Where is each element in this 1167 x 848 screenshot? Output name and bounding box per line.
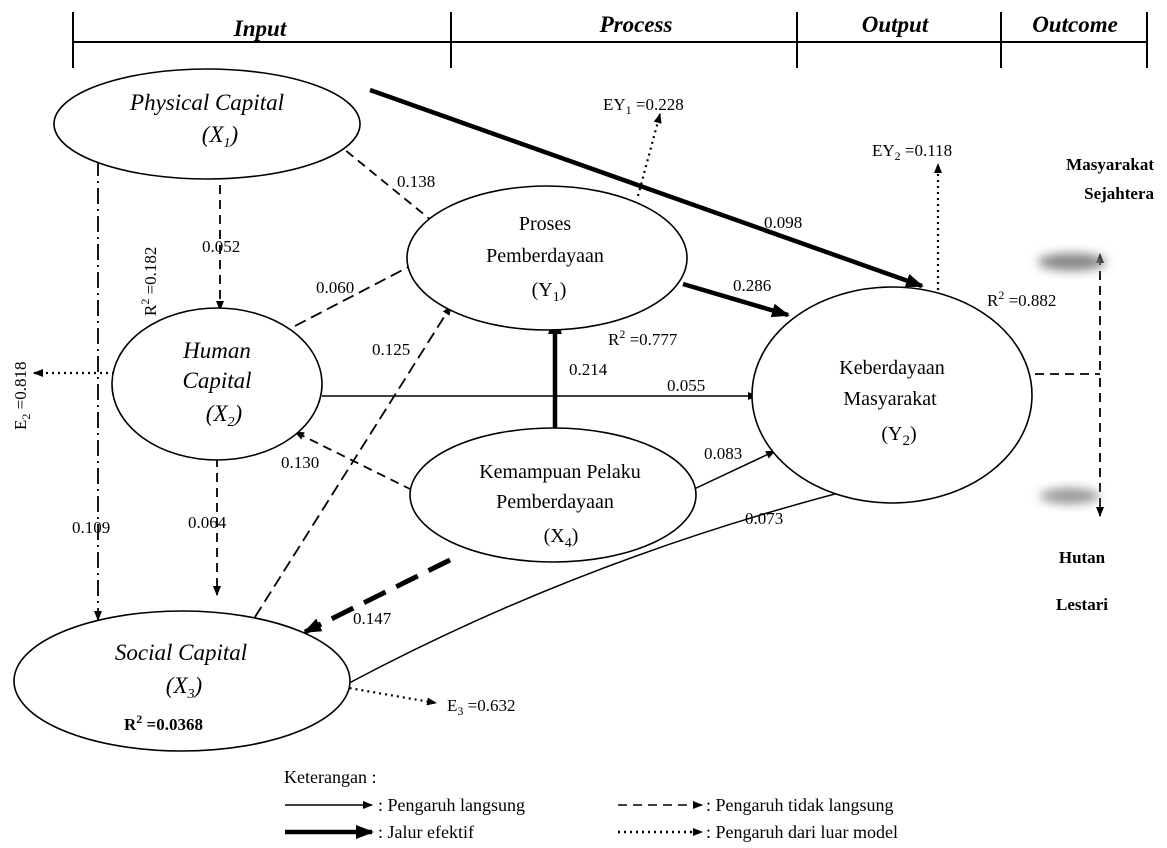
outcome-hutan: Hutan: [1059, 548, 1106, 567]
x4-label-2: Pemberdayaan: [496, 491, 614, 513]
y1-label-1: Proses: [519, 213, 571, 235]
x2-label-1: Human: [182, 338, 251, 363]
outcome-smudge-bottom: [1040, 488, 1100, 504]
coef-x4-y2: 0.083: [704, 444, 742, 463]
legend-title: Keterangan :: [284, 767, 376, 787]
nodes: [13, 68, 1033, 752]
x3-symbol: (X3): [166, 673, 202, 702]
node-proses-pemberdayaan: [406, 185, 688, 331]
path-x4-y2: [691, 450, 776, 491]
y2-symbol: (Y2): [881, 423, 916, 449]
x1-label: Physical Capital: [129, 90, 284, 115]
path-x1-y2: [369, 87, 924, 289]
node-kemampuan-pelaku: [409, 427, 697, 563]
coef-x4-y1: 0.214: [569, 360, 608, 379]
outcome-labels: Masyarakat Sejahtera Hutan Lestari: [1038, 155, 1154, 614]
path-x3-y2: [287, 478, 891, 718]
paths: [33, 87, 1104, 718]
node-social-capital: [13, 610, 351, 752]
path-x4-x2: [294, 431, 413, 491]
x1-symbol: (X1): [202, 122, 238, 151]
x4-symbol: (X4): [544, 525, 579, 551]
error-terms: EY1 =0.228 EY2 =0.118 E2 =0.818 E3 =0.63…: [11, 95, 952, 718]
node-human-capital: [111, 307, 323, 461]
header-output: Output: [862, 12, 929, 37]
r2-keberdayaan: R2 =0.882: [987, 288, 1056, 310]
r-squared: R2 =0.182 R2 =0.777 R2 =0.882 R2 =0.0368: [124, 247, 1056, 734]
header-input: Input: [233, 16, 287, 41]
r2-social-capital: R2 =0.0368: [124, 712, 203, 734]
outcome-smudge-top: [1038, 253, 1106, 271]
legend-indirect-label: : Pengaruh tidak langsung: [706, 795, 893, 815]
coefficients: 0.098 0.138 0.052 0.109 0.060 0.125 0.05…: [72, 172, 802, 628]
legend-direct-label: : Pengaruh langsung: [378, 795, 525, 815]
coef-x3-y1: 0.125: [372, 340, 410, 359]
node-labels: Physical Capital (X1) Human Capital (X2)…: [115, 90, 945, 702]
legend-effective-label: : Jalur efektif: [378, 822, 474, 842]
coef-x1-y2: 0.098: [764, 213, 802, 232]
coef-x4-x2: 0.130: [281, 453, 319, 472]
coef-x2-y2: 0.055: [667, 376, 705, 395]
path-y1-y2: [682, 281, 790, 318]
coef-x4-x3: 0.147: [353, 609, 392, 628]
r2-proses: R2 =0.777: [608, 327, 678, 349]
path-x1-y1: [322, 131, 438, 226]
y2-label-2: Masyarakat: [843, 388, 937, 410]
r2-human-capital: R2 =0.182: [138, 247, 160, 316]
x4-label-1: Kemampuan Pelaku: [479, 461, 641, 483]
coef-x1-x3: 0.109: [72, 518, 110, 537]
error-ey2: EY2 =0.118: [872, 141, 952, 163]
error-e2: E2 =0.818: [11, 362, 33, 430]
legend: Keterangan : : Pengaruh langsung : Jalur…: [284, 767, 898, 842]
outcome-sejahtera: Sejahtera: [1084, 184, 1154, 203]
x3-label: Social Capital: [115, 640, 247, 665]
x2-symbol: (X2): [206, 401, 242, 430]
x2-label-2: Capital: [182, 368, 251, 393]
y1-symbol: (Y1): [532, 279, 567, 305]
coef-x1-x2: 0.052: [202, 237, 240, 256]
path-x4-x3: [303, 557, 452, 635]
legend-external-label: : Pengaruh dari luar model: [706, 822, 898, 842]
y1-label-2: Pemberdayaan: [486, 245, 604, 267]
y2-label-1: Keberdayaan: [839, 357, 945, 379]
error-e3: E3 =0.632: [447, 696, 515, 718]
error-ey1-arrow: [636, 113, 662, 197]
coef-x1-y1: 0.138: [397, 172, 435, 191]
coef-x2-y1: 0.060: [316, 278, 354, 297]
path-x2-y1: [294, 261, 419, 327]
header-outcome: Outcome: [1032, 12, 1118, 37]
coef-x3-y2: 0.073: [745, 509, 783, 528]
node-physical-capital: [53, 68, 361, 180]
coef-x2-x3: 0.064: [188, 513, 227, 532]
error-ey1: EY1 =0.228: [603, 95, 684, 117]
node-keberdayaan-masyarakat: [751, 286, 1033, 504]
header-process: Process: [599, 12, 673, 37]
outcome-masyarakat: Masyarakat: [1066, 155, 1154, 174]
coef-y1-y2: 0.286: [733, 276, 771, 295]
outcome-lestari: Lestari: [1056, 595, 1108, 614]
header-bar: Input Process Output Outcome: [72, 12, 1148, 68]
